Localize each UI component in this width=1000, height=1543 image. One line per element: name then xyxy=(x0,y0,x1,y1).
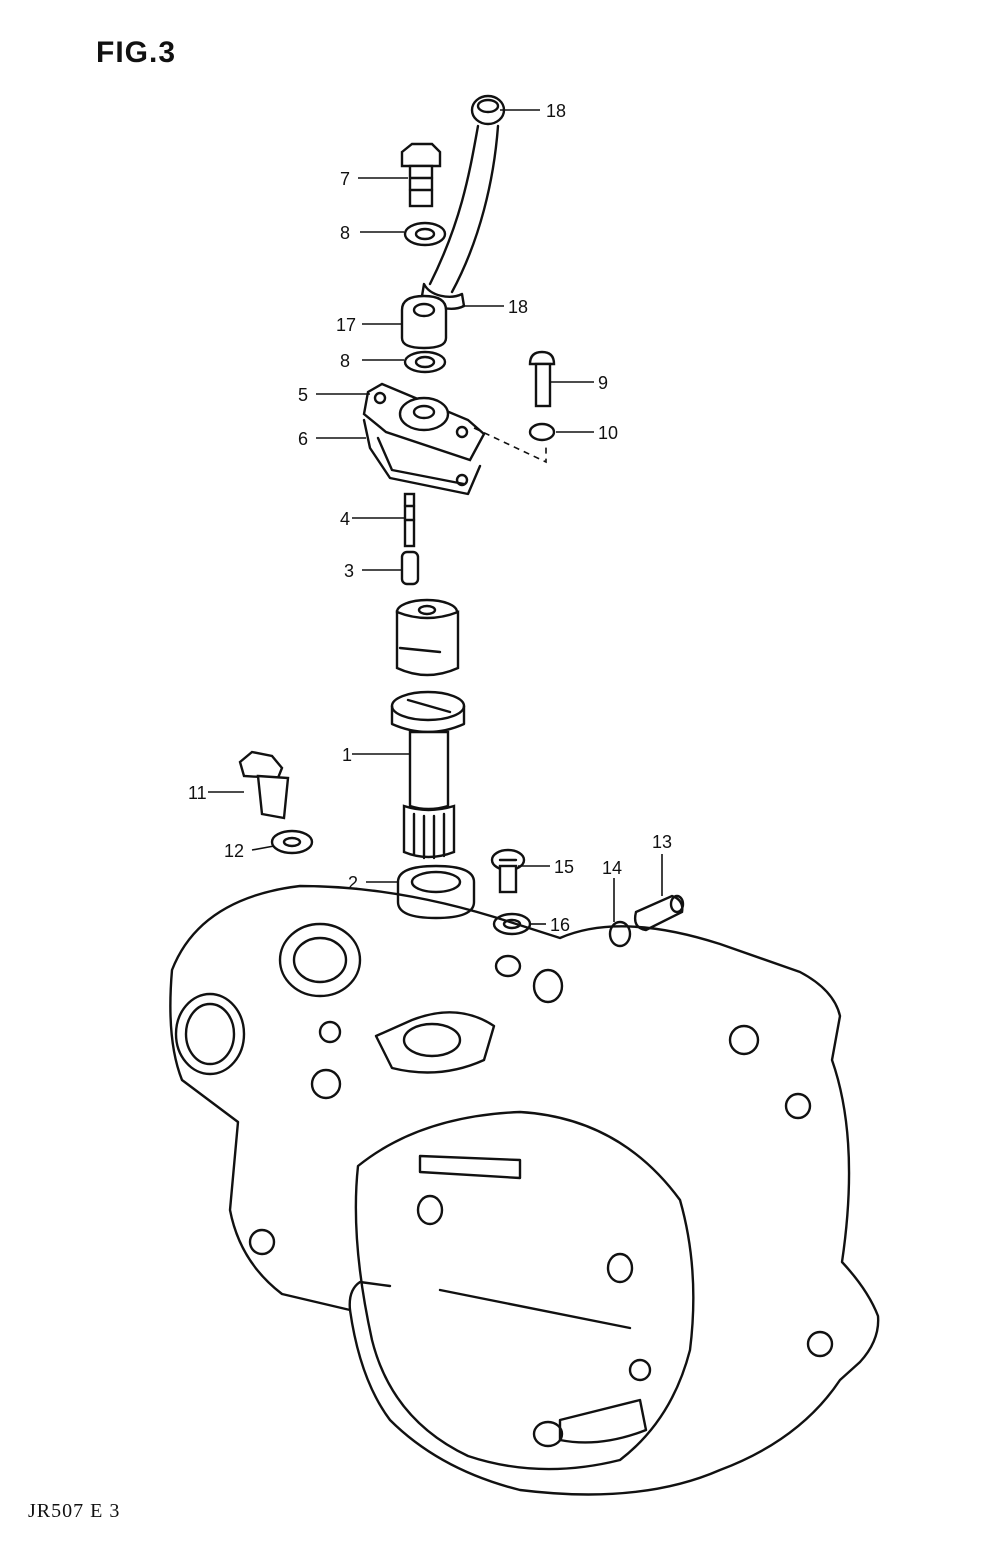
callout-18-upper: 18 xyxy=(546,101,566,121)
screw-9 xyxy=(528,350,556,408)
pump-sleeve xyxy=(395,598,460,677)
callout-labels: 18 7 8 18 17 8 9 5 10 6 4 3 1 11 12 13 1… xyxy=(188,101,672,935)
callout-10: 10 xyxy=(598,423,618,443)
callout-6: 6 xyxy=(298,429,308,449)
washer-16 xyxy=(492,912,532,936)
callout-13: 13 xyxy=(652,832,672,852)
gasket-washer-12 xyxy=(270,829,314,855)
pump-cover-5 xyxy=(362,382,486,462)
callout-4: 4 xyxy=(340,509,350,529)
callout-9: 9 xyxy=(598,373,608,393)
drain-bolt-11 xyxy=(238,750,290,820)
pump-shaft-1 xyxy=(390,690,466,860)
figure-code: JR507 E 3 xyxy=(28,1500,121,1522)
callout-8-upper: 8 xyxy=(340,223,350,243)
callout-18-lower: 18 xyxy=(508,297,528,317)
callout-7: 7 xyxy=(340,169,350,189)
screw-alignment-line xyxy=(473,427,547,464)
pin-4 xyxy=(403,492,416,548)
figure-title: FIG.3 xyxy=(96,36,177,69)
callout-8-lower: 8 xyxy=(340,351,350,371)
callout-1: 1 xyxy=(342,745,352,765)
screw-15 xyxy=(490,848,526,894)
washer-8-lower xyxy=(403,350,447,374)
union-fitting-17 xyxy=(400,294,448,350)
callout-15: 15 xyxy=(554,857,574,877)
crankcase-half xyxy=(169,884,880,1496)
callout-14: 14 xyxy=(602,858,622,878)
bolt-7 xyxy=(400,142,442,208)
callout-2: 2 xyxy=(348,873,358,893)
leader-lines xyxy=(208,109,663,925)
callout-16: 16 xyxy=(550,915,570,935)
gasket-6 xyxy=(362,418,482,496)
lock-washer-10 xyxy=(528,422,556,442)
dowel-pin-13 xyxy=(633,894,685,932)
callout-5: 5 xyxy=(298,385,308,405)
o-ring-14 xyxy=(608,920,632,948)
callout-12: 12 xyxy=(224,841,244,861)
callout-3: 3 xyxy=(344,561,354,581)
hose xyxy=(428,124,500,294)
callout-11: 11 xyxy=(188,783,207,803)
oil-seal-2 xyxy=(396,864,476,920)
washer-8-upper xyxy=(403,221,447,247)
callout-17: 17 xyxy=(336,315,356,335)
hose-clamp-upper xyxy=(470,94,506,126)
pin-3 xyxy=(400,550,420,586)
